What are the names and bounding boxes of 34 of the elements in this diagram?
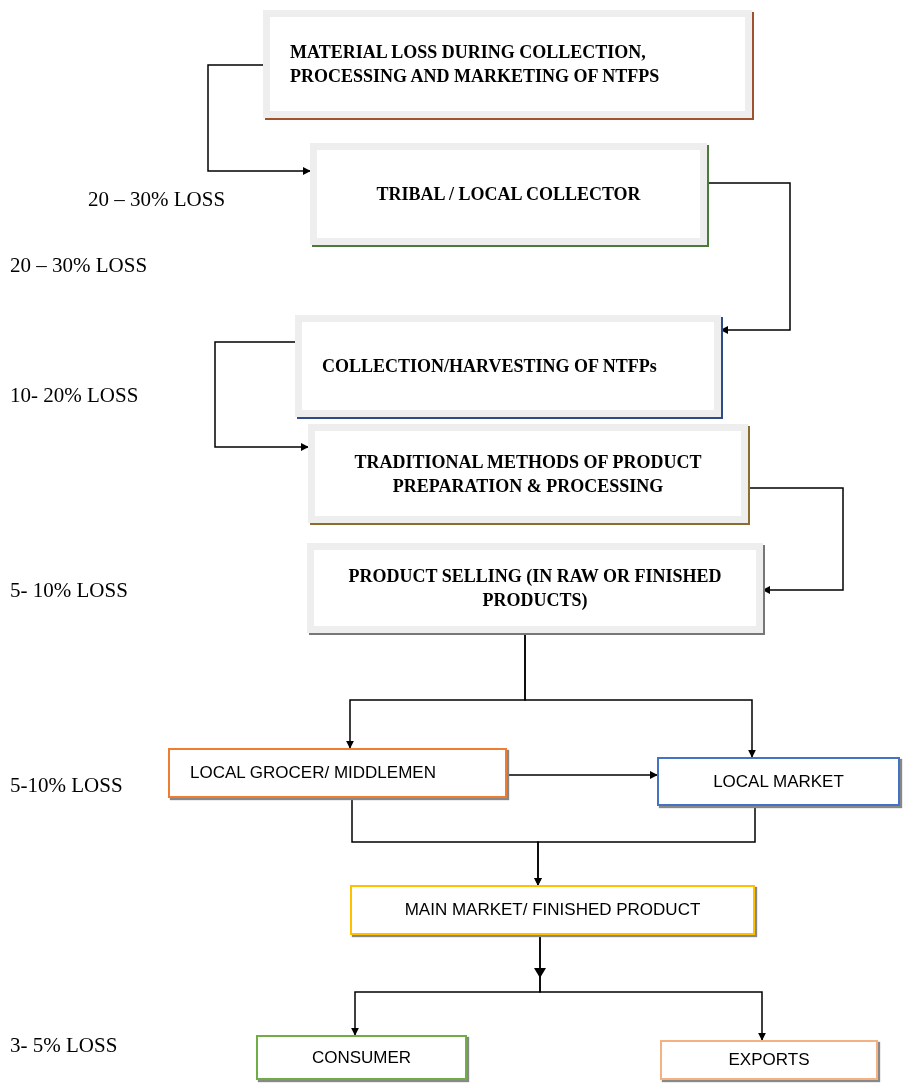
box-text: MAIN MARKET/ FINISHED PRODUCT bbox=[404, 899, 701, 922]
box-text: PRODUCT SELLING (IN RAW OR FINISHED PRODUCTS) bbox=[347, 565, 723, 612]
box-text: CONSUMER bbox=[311, 1046, 412, 1069]
loss-label: 20 – 30% LOSS bbox=[88, 186, 226, 213]
box-text: LOCAL GROCER/ MIDDLEMEN bbox=[190, 762, 436, 785]
process-box bbox=[308, 424, 748, 523]
process-box bbox=[660, 1040, 878, 1080]
box-text: EXPORTS bbox=[728, 1049, 810, 1072]
box-text: COLLECTION/HARVESTING OF NTFPs bbox=[322, 355, 657, 378]
arrow bbox=[524, 632, 756, 758]
loss-label: 3- 5% LOSS bbox=[10, 1032, 118, 1059]
loss-label: 10- 20% LOSS bbox=[10, 382, 139, 409]
process-box bbox=[295, 315, 721, 417]
process-box bbox=[263, 10, 752, 118]
loss-label: 20 – 30% LOSS bbox=[10, 252, 148, 279]
process-box bbox=[350, 885, 755, 935]
process-box bbox=[657, 757, 900, 806]
loss-label: 5-10% LOSS bbox=[10, 772, 123, 799]
box-text: MATERIAL LOSS DURING COLLECTION, PROCESSING AND MARKETING OF NTFPS bbox=[290, 41, 661, 88]
arrow bbox=[747, 487, 844, 594]
arrow bbox=[539, 934, 766, 1041]
arrow bbox=[214, 341, 309, 451]
box-text: TRIBAL / LOCAL COLLECTOR bbox=[376, 183, 641, 206]
box-text: LOCAL MARKET bbox=[713, 770, 844, 793]
box-text: TRADITIONAL METHODS OF PRODUCT PREPARATION & PROCESSING bbox=[353, 450, 703, 498]
arrow bbox=[534, 805, 756, 886]
process-box bbox=[307, 543, 763, 633]
loss-label: 5- 10% LOSS bbox=[10, 577, 128, 604]
arrow bbox=[706, 182, 791, 334]
arrow bbox=[207, 64, 311, 175]
process-box bbox=[256, 1035, 467, 1080]
process-box bbox=[310, 143, 707, 245]
arrow bbox=[506, 771, 658, 779]
process-box bbox=[168, 748, 507, 798]
